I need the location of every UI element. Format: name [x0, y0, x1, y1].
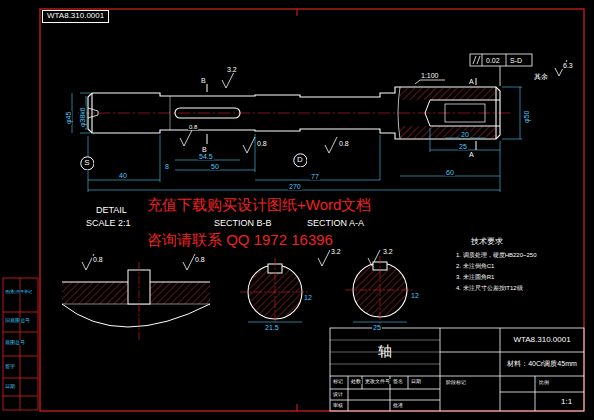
dimension-label: 25 [458, 143, 468, 150]
drawing-label: 0.8 [338, 140, 350, 147]
dimension-label: 270 [288, 183, 302, 190]
dimension-label: 54.5 [198, 153, 214, 160]
part-name: 轴 [378, 344, 392, 359]
drawing-label: 0.8 [188, 124, 198, 130]
dimension-label: 8 [164, 163, 170, 170]
drawing-label: DETAIL [95, 206, 128, 215]
dimension-label: 底图总号 [4, 340, 26, 345]
dimension-label: 21.5 [264, 324, 280, 331]
drawing-label: 4. 未注尺寸公差按IT12级 [455, 285, 524, 291]
drawing-label: 标记 [332, 379, 344, 384]
node-text: D [297, 156, 303, 165]
drawing-label: 审核 [332, 403, 344, 408]
drawing-label: 3.2 [382, 248, 394, 255]
drawing-label: 1. 调质处理，硬度HB220~250 [455, 252, 538, 258]
drawing-label: B [201, 146, 208, 153]
datum-circle: D [293, 153, 308, 168]
dimension-label: 12 [303, 294, 313, 301]
drawing-label: SCALE 2:1 [85, 219, 132, 228]
dimension-label: 50 [210, 163, 220, 170]
dimension-label: 60 [445, 169, 455, 176]
drawing-label: 1:100 [420, 72, 440, 79]
drawing-label: SECTION B-B [213, 219, 273, 228]
drawing-label: 0.8 [256, 140, 268, 147]
dimension-label: φ38k6 [79, 106, 86, 128]
drawing-label: 0.02 [485, 57, 501, 64]
drawing-label: 其余 [533, 73, 549, 80]
drawing-label: 0.8 [194, 256, 206, 263]
node-text: WTA8.310.0001 [47, 12, 104, 21]
dimension-label: 77 [310, 173, 320, 180]
drawing-label: 2. 未注倒角C1 [455, 263, 495, 269]
dimension-label: 旧底图总号 [4, 318, 31, 323]
drawing-label: 3. 未注圆角R1 [455, 274, 495, 280]
drawing-label: 签名 [392, 379, 404, 384]
dimension-label: 25 [372, 324, 382, 331]
node-text: WTA8.310.0001 [513, 336, 570, 345]
drawing-label: 6.3 [562, 62, 574, 69]
drawing-label: 阶段标记 [445, 380, 467, 385]
drawing-label: 3.2 [226, 66, 238, 73]
node-text: 材料：40Cr调质45mm [507, 360, 577, 368]
dimension-label: φ45 [65, 111, 72, 125]
drawing-label: 1:1 [560, 398, 573, 406]
dimension-label: 签字 [4, 364, 16, 369]
drawing-label: 设计 [332, 392, 344, 397]
dimension-label: 借(通)用件登记 [4, 290, 33, 294]
datum-circle: S [80, 156, 95, 171]
node-text: 轴 [378, 344, 392, 359]
drawing-number: WTA8.310.0001 [513, 336, 570, 345]
drawing-number-box: WTA8.310.0001 [42, 10, 109, 23]
node-text: S [84, 159, 89, 168]
drawing-label: A [468, 78, 475, 85]
drawing-label: 日期 [410, 379, 422, 384]
drawing-label: 3.2 [330, 248, 342, 255]
watermark: 充值下载购买设计图纸+Word文档 [146, 197, 372, 212]
dimension-label: φ50 [523, 110, 530, 124]
drawing-label: 比例 [538, 380, 550, 385]
drawing-label: 批准 [392, 403, 404, 408]
drawing-label: 处数 [350, 379, 362, 384]
drawing-label: 技术要求 [470, 238, 504, 246]
drawing-label: SECTION A-A [306, 219, 365, 228]
drawing-label: 更改文件号 [364, 379, 391, 384]
drawing-label: A [468, 151, 475, 158]
watermark: 咨询请联系 QQ 1972 16396 [146, 232, 334, 247]
drawing-label: S-D [509, 57, 523, 64]
dimension-label: 40 [118, 172, 128, 179]
dimension-label: 12 [410, 292, 420, 299]
material-note: 材料：40Cr调质45mm [507, 360, 577, 368]
dimension-label: 日期 [4, 384, 16, 389]
drawing-label: 0.8 [92, 256, 104, 263]
drawing-label: B [200, 77, 207, 84]
dimension-label: 20 [460, 131, 470, 138]
